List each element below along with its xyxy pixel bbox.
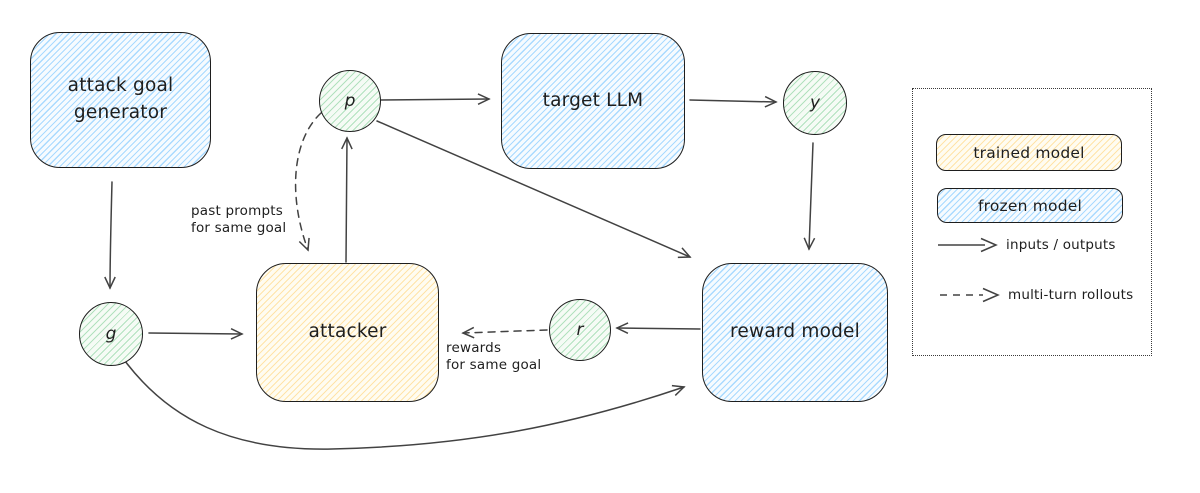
edge-attacker-to-p [341,136,353,263]
node-label: reward model [730,321,860,343]
label-line: rewards [446,340,502,356]
variable-goal-circle: g [79,302,143,366]
node-label: attack goal generator [67,75,174,123]
legend-label: frozen model [977,196,1083,215]
node-label: attacker [308,321,387,343]
legend-label: trained model [973,143,1085,162]
edge-p-to-target-llm [380,93,491,105]
legend-label: multi-turn rollouts [1008,287,1134,303]
edge-y-to-reward-model [803,142,816,251]
variable-label: r [576,320,584,340]
node-attack-goal-generator: attack goal generator [30,32,211,168]
label-line: for same goal [191,220,287,236]
edge-g-to-attacker [148,328,244,340]
dashed-arrow-icon [940,287,1000,303]
node-attacker: attacker [256,263,439,402]
rewards-edge-label: rewards for same goal [446,340,541,374]
edge-target-llm-to-y [689,95,778,108]
legend-solid-arrow-row: inputs / outputs [937,236,1116,254]
edge-generator-to-g [104,181,116,290]
node-target-llm: target LLM [501,33,685,169]
legend-label: inputs / outputs [1006,237,1116,253]
variable-prompt-circle: p [319,70,381,132]
edge-g-to-reward-model [121,356,686,450]
legend-dashed-arrow-row: multi-turn rollouts [939,286,1133,304]
legend-box: trained model frozen model inputs / outp… [912,88,1152,356]
variable-label: g [105,324,117,344]
label-line: for same goal [446,357,542,373]
legend-trained-model-pill: trained model [936,134,1122,171]
variable-response-circle: y [783,71,847,135]
solid-arrow-icon [938,237,998,253]
edge-reward-model-to-r [615,322,701,335]
node-reward-model: reward model [702,263,888,402]
legend-frozen-model-pill: frozen model [937,188,1123,223]
edge-p-to-attacker-dashed [294,112,322,252]
variable-label: y [809,93,821,113]
edge-r-to-attacker-dashed [461,326,548,339]
past-prompts-edge-label: past prompts for same goal [191,203,286,237]
variable-reward-circle: r [549,299,611,361]
edge-p-to-reward-model [376,120,692,259]
variable-label: p [344,91,356,111]
label-line: past prompts [191,203,283,219]
node-label: target LLM [542,89,644,111]
